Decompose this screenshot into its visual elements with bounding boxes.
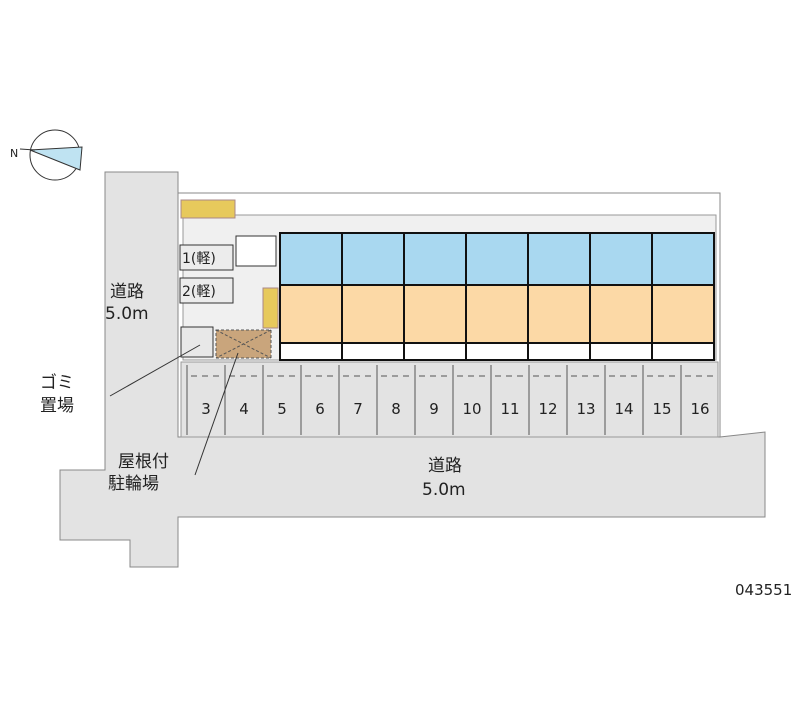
apartment-unit xyxy=(341,232,405,361)
parking-slot-16: 16 xyxy=(690,400,710,418)
parking-slot-13: 13 xyxy=(576,400,596,418)
hedge xyxy=(262,287,279,329)
bike-label-2: 駐輪場 xyxy=(108,474,159,494)
leader-garbage xyxy=(109,344,201,397)
garbage-area xyxy=(180,326,214,358)
garbage-label-2: 置場 xyxy=(40,396,74,416)
property-id: 043551 xyxy=(735,581,793,599)
apartment-unit xyxy=(465,232,529,361)
parking-area xyxy=(180,361,719,438)
small-slot-1 xyxy=(179,244,234,271)
parking-slot-3: 3 xyxy=(201,400,211,418)
road-bottom-label: 道路 xyxy=(428,456,462,476)
bike-label-1: 屋根付 xyxy=(118,452,169,472)
road-bottom-width: 5.0m xyxy=(422,480,466,500)
parking-slot-4: 4 xyxy=(239,400,249,418)
apartment-unit xyxy=(279,232,343,361)
parking-slot-10: 10 xyxy=(462,400,482,418)
parking-slot-5: 5 xyxy=(277,400,287,418)
apartment-unit xyxy=(651,232,715,361)
parking-slot-12: 12 xyxy=(538,400,558,418)
parking-slot-11: 11 xyxy=(500,400,520,418)
parking-slot-8: 8 xyxy=(391,400,401,418)
small-slot-1-label: 1(軽) xyxy=(182,251,216,267)
small-slot-2-label: 2(軽) xyxy=(182,284,216,300)
parking-slot-9: 9 xyxy=(429,400,439,418)
garbage-label-1: ゴミ xyxy=(40,373,74,393)
apartment-unit xyxy=(527,232,591,361)
stairs xyxy=(235,235,277,267)
parking-slot-15: 15 xyxy=(652,400,672,418)
small-slot-2 xyxy=(179,277,234,304)
parking-slot-14: 14 xyxy=(614,400,634,418)
apartment-unit xyxy=(403,232,467,361)
leader-bike xyxy=(194,352,239,476)
apartment-unit xyxy=(589,232,653,361)
compass-north-label: N xyxy=(10,147,19,160)
planter xyxy=(180,199,236,219)
road-left-label: 道路 xyxy=(110,282,144,302)
parking-slot-7: 7 xyxy=(353,400,363,418)
parking-slot-6: 6 xyxy=(315,400,325,418)
compass-icon xyxy=(19,129,83,181)
road-left-width: 5.0m xyxy=(105,304,149,324)
